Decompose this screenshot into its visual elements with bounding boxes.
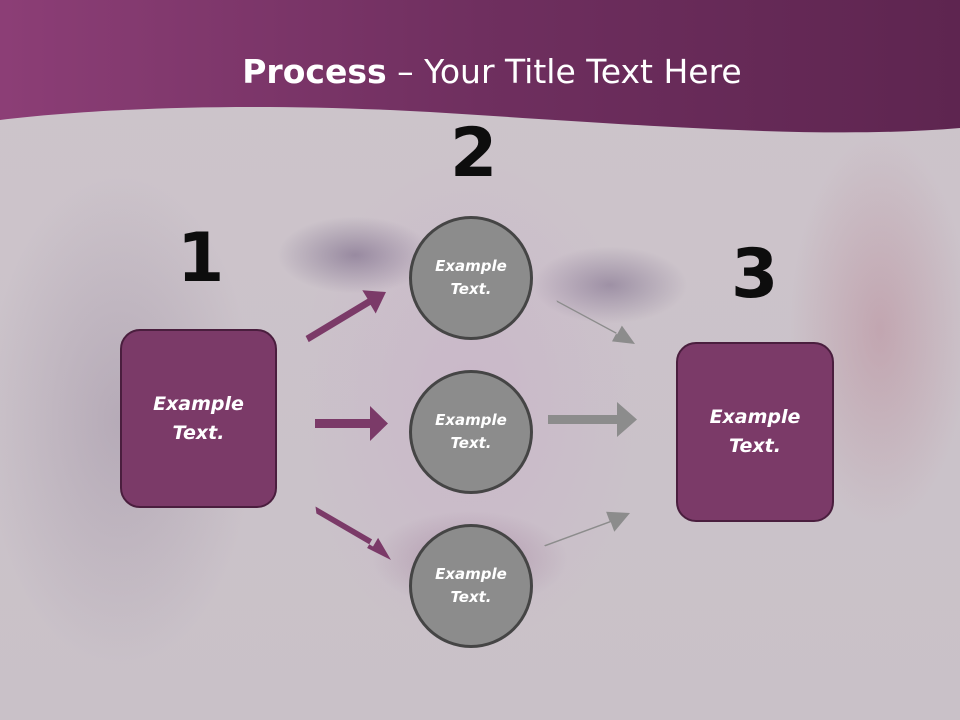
- left-box: Example Text.: [120, 329, 277, 508]
- header-band: [0, 0, 960, 133]
- right-box-text: Example Text.: [709, 406, 801, 457]
- circle-top: Example Text.: [409, 216, 533, 340]
- arrow-left-to-bottom: [315, 506, 391, 560]
- step-number-1: 1: [177, 219, 225, 298]
- circle-middle-text: Example Text.: [435, 411, 507, 452]
- title-rest: – Your Title Text Here: [386, 52, 742, 91]
- arrow-left-to-middle: [315, 406, 388, 441]
- step-number-2: 2: [450, 114, 498, 193]
- arrow-left-to-top: [305, 290, 386, 343]
- slide-title: Process – Your Title Text Here: [0, 52, 960, 91]
- arrow-top-to-right: [556, 300, 635, 344]
- circle-middle: Example Text.: [409, 370, 533, 494]
- circle-top-text: Example Text.: [435, 257, 507, 298]
- step-number-3: 3: [731, 235, 779, 314]
- title-bold: Process: [242, 52, 387, 91]
- circle-bottom: Example Text.: [409, 524, 533, 648]
- arrow-bottom-to-right: [544, 511, 630, 547]
- header-wave: [0, 0, 960, 133]
- right-box: Example Text.: [676, 342, 834, 522]
- left-box-text: Example Text.: [153, 392, 244, 444]
- arrow-middle-to-right: [548, 402, 637, 437]
- circle-bottom-text: Example Text.: [435, 565, 507, 606]
